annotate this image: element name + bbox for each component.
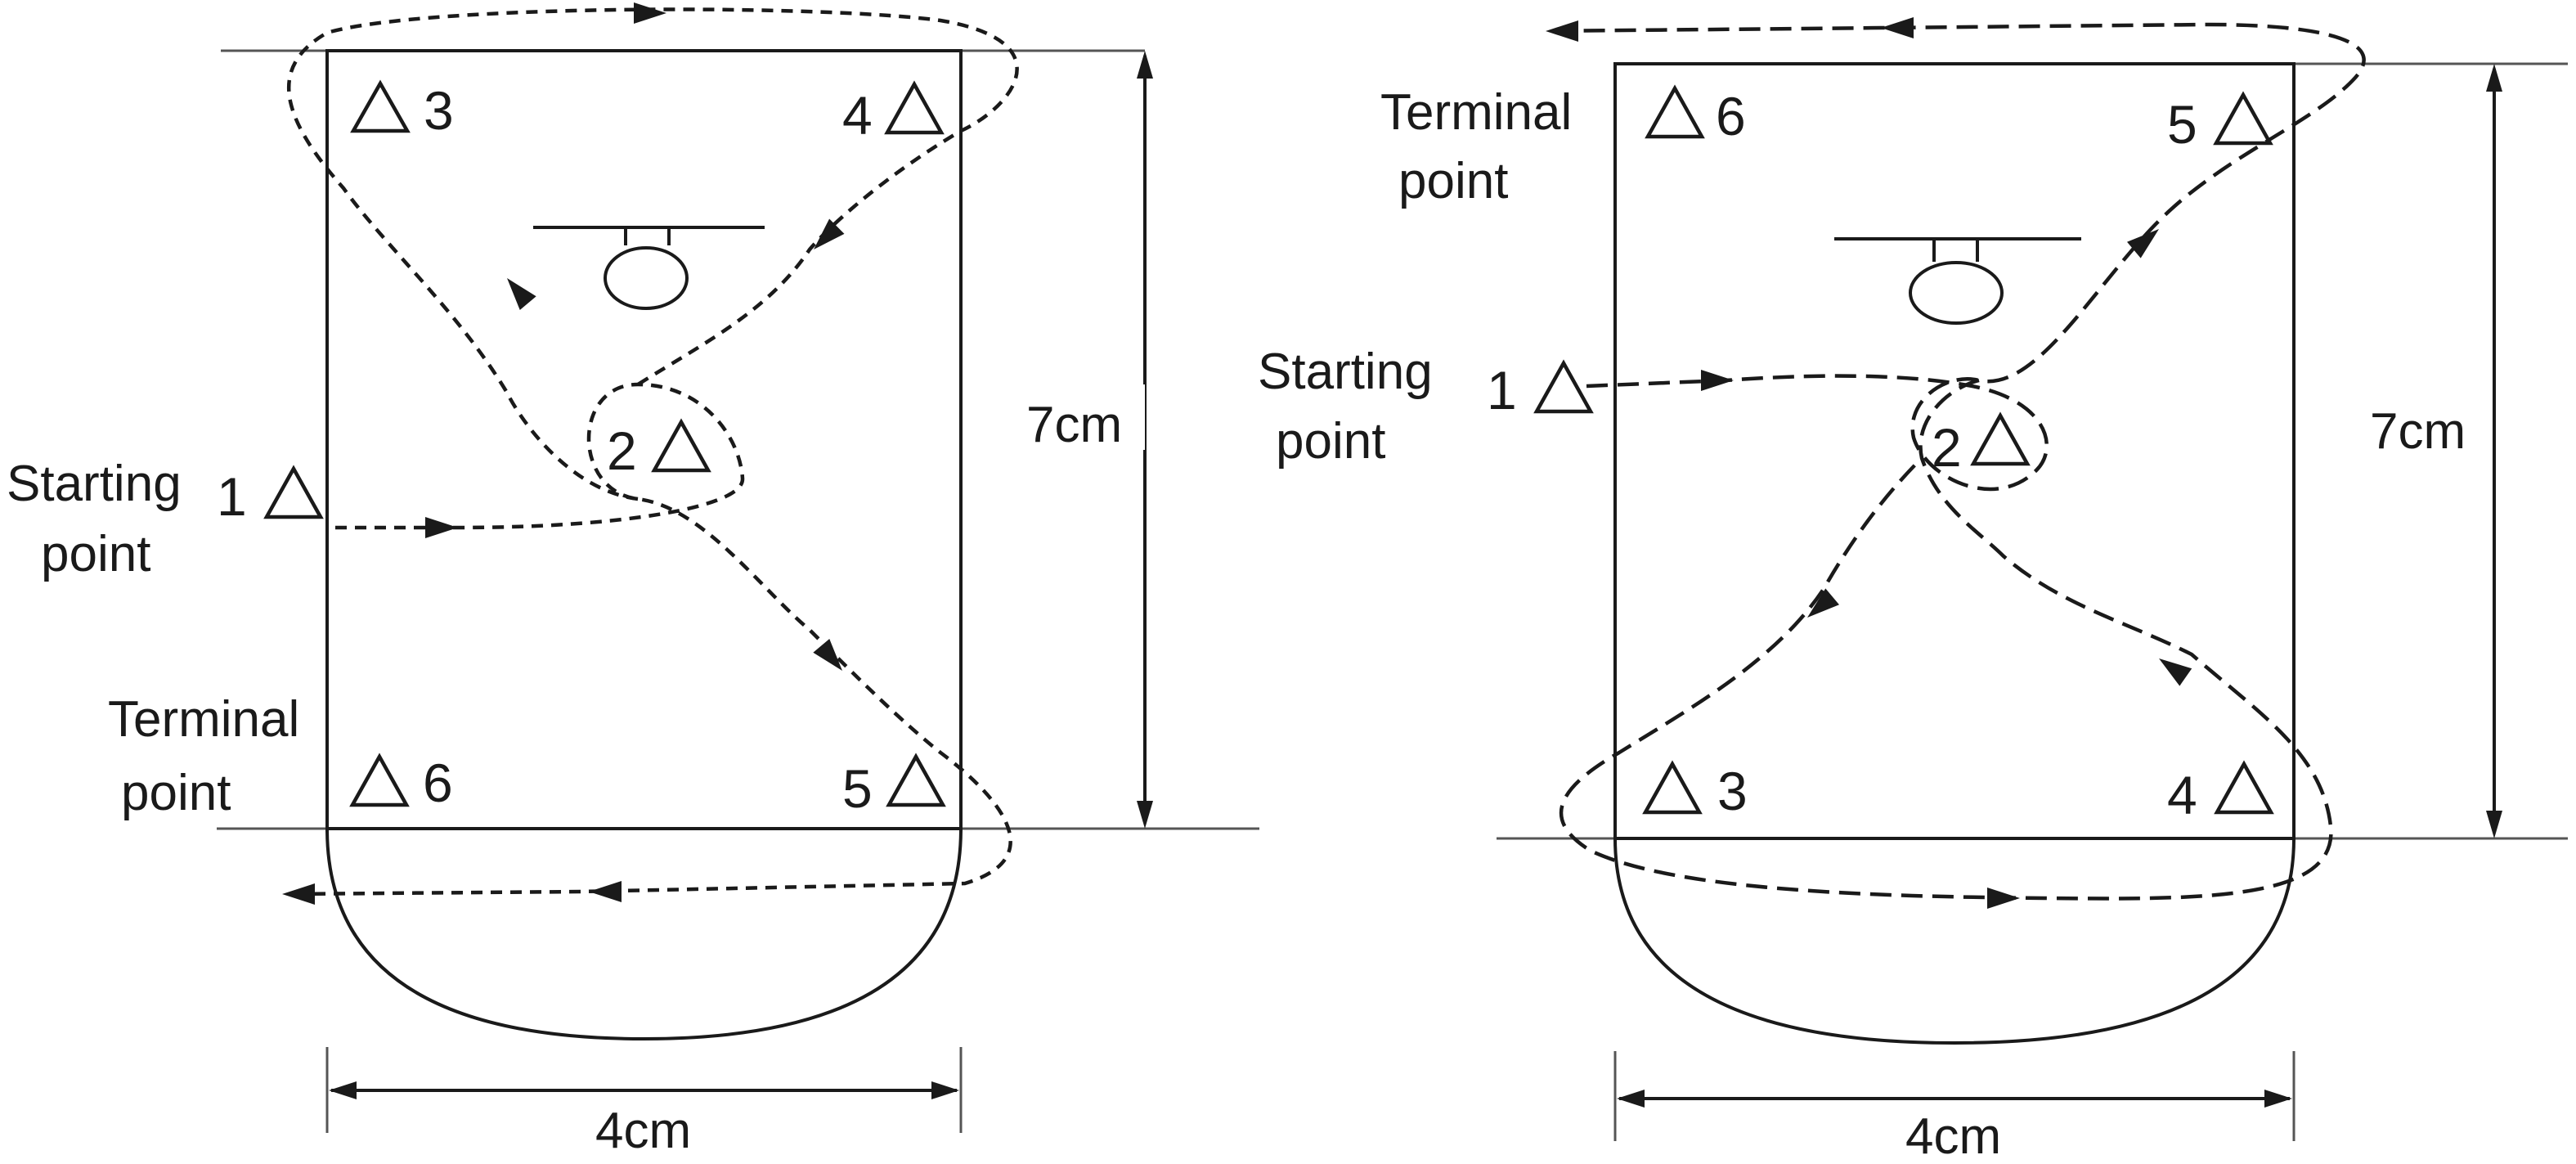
marker-1: 1 <box>1487 359 1594 420</box>
terminal-label-line2: point <box>1398 153 1508 209</box>
marker-4: 4 <box>2167 760 2274 825</box>
svg-text:2: 2 <box>1932 417 1962 478</box>
start-label: Starting <box>7 456 182 512</box>
width-label: 4cm <box>1905 1108 2001 1164</box>
marker-4: 4 <box>842 80 945 146</box>
start-label-line2: point <box>1276 413 1385 470</box>
marker-6: 6 <box>1645 84 1746 146</box>
svg-text:5: 5 <box>842 758 873 819</box>
triangle-cone-icon <box>1645 84 1705 139</box>
triangle-cone-icon <box>1533 359 1594 414</box>
width-dimension: 4cm <box>1613 1051 2296 1164</box>
svg-text:4: 4 <box>842 85 873 146</box>
half-circle-arc <box>1613 838 2296 1045</box>
triangle-cone-icon <box>263 465 324 519</box>
svg-text:1: 1 <box>217 466 247 527</box>
svg-text:6: 6 <box>1716 86 1746 146</box>
direction-arrow-icon <box>282 2 850 905</box>
marker-2: 2 <box>607 418 711 481</box>
triangle-cone-icon <box>2214 760 2274 815</box>
terminal-label-line2: point <box>121 765 231 821</box>
triangle-cone-icon <box>884 80 945 135</box>
panel-left: 7cm 4cm 3 4 <box>7 2 1259 1159</box>
svg-text:3: 3 <box>424 80 454 141</box>
height-label: 7cm <box>1026 397 1122 453</box>
terminal-label: Terminal <box>108 691 299 748</box>
start-label-line2: point <box>41 526 150 582</box>
terminal-label: Terminal <box>1380 84 1572 141</box>
route-path <box>285 382 1012 897</box>
marker-1: 1 <box>217 465 324 527</box>
start-label: Starting <box>1258 344 1433 400</box>
height-dimension: 7cm <box>1022 51 1153 829</box>
height-label: 7cm <box>2370 403 2466 460</box>
marker-3: 3 <box>350 79 454 141</box>
triangle-cone-icon <box>651 418 711 473</box>
width-label: 4cm <box>595 1103 691 1159</box>
direction-arrow-icon <box>1546 17 2192 909</box>
triangle-cone-icon <box>2213 91 2273 146</box>
basket-hoop-icon <box>1834 237 2081 325</box>
triangle-cone-icon <box>1970 411 2031 466</box>
court-rectangle <box>325 49 963 830</box>
triangle-cone-icon <box>349 753 410 807</box>
marker-5: 5 <box>842 753 946 819</box>
triangle-cone-icon <box>1642 760 1703 815</box>
marker-3: 3 <box>1642 760 1748 821</box>
triangle-cone-icon <box>350 79 411 133</box>
svg-text:4: 4 <box>2167 765 2197 825</box>
marker-5: 5 <box>2167 91 2273 155</box>
panel-right: 7cm 4cm 6 5 <box>1258 17 2568 1164</box>
width-dimension: 4cm <box>325 1047 963 1159</box>
svg-text:3: 3 <box>1717 761 1748 821</box>
triangle-cone-icon <box>886 753 946 807</box>
svg-text:5: 5 <box>2167 94 2197 155</box>
half-circle-arc <box>325 828 963 1041</box>
height-dimension: 7cm <box>2363 64 2502 838</box>
svg-text:2: 2 <box>607 420 637 481</box>
court-rectangle <box>1613 62 2296 840</box>
svg-text:1: 1 <box>1487 360 1517 420</box>
marker-6: 6 <box>349 753 453 813</box>
svg-text:6: 6 <box>423 753 453 813</box>
marker-2: 2 <box>1932 411 2031 478</box>
basket-hoop-icon <box>533 226 765 310</box>
